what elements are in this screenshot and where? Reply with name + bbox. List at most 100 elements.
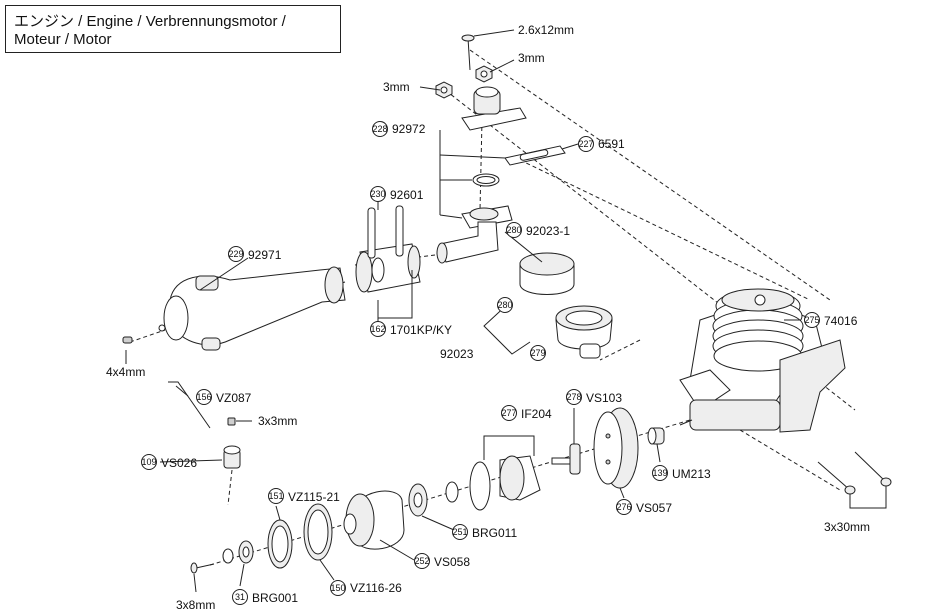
callout-number-circle xyxy=(501,405,517,421)
callout-number-circle xyxy=(228,246,244,262)
leader-lines xyxy=(125,29,800,593)
screw-4x4 xyxy=(122,336,133,344)
air-filter-housing xyxy=(555,305,613,359)
manifold-elbow xyxy=(436,205,513,264)
title-line-2: Moteur / Motor xyxy=(14,31,112,48)
part-label: 74016 xyxy=(824,314,858,328)
callout-number: 230 xyxy=(370,189,385,199)
callout-number: 139 xyxy=(652,468,667,478)
part-label: VZ116-26 xyxy=(350,581,402,595)
callout-number-circle xyxy=(804,312,820,328)
callout-number: 280 xyxy=(497,300,512,310)
clutch-bell-252 xyxy=(343,490,405,550)
callout-number: 109 xyxy=(141,457,156,467)
callout-number: 228 xyxy=(372,124,387,134)
engine-block xyxy=(679,288,846,433)
callout-number: 276 xyxy=(616,502,631,512)
callout-number-circle xyxy=(616,499,632,515)
part-label: BRG001 xyxy=(252,591,298,605)
gasket-227 xyxy=(504,145,566,166)
callout-number-circle xyxy=(232,589,248,605)
callout-number: 227 xyxy=(578,139,593,149)
callout-number: 280 xyxy=(506,225,521,235)
callout-number-circle xyxy=(578,136,594,152)
wrench-156 xyxy=(168,381,211,429)
part-label: 92601 xyxy=(390,188,424,202)
callout-number-circle xyxy=(566,389,582,405)
pin-278 xyxy=(551,443,581,475)
part-label: 3x3mm xyxy=(258,414,297,428)
callout-bracket-92023 xyxy=(483,301,531,355)
nut-3mm-right xyxy=(475,65,493,83)
part-label: UM213 xyxy=(672,467,711,481)
title-line-1: エンジン / Engine / Verbrennungsmotor / xyxy=(14,13,286,30)
flywheel-276 xyxy=(593,407,639,489)
callout-number-circle xyxy=(370,321,386,337)
part-label: 92023-1 xyxy=(526,224,570,238)
part-label: VZ087 xyxy=(216,391,252,405)
callout-number-circle xyxy=(414,553,430,569)
part-label: BRG011 xyxy=(472,526,517,540)
callout-number-circle xyxy=(268,488,284,504)
bearing-31 xyxy=(222,540,254,564)
callout-number: 156 xyxy=(196,392,211,402)
callout-number-circle xyxy=(530,345,546,361)
callout-number: 278 xyxy=(566,392,581,402)
muffler-coupler xyxy=(355,205,421,293)
part-label: 92971 xyxy=(248,248,282,262)
callout-number-circle xyxy=(506,222,522,238)
callout-number: 229 xyxy=(228,249,243,259)
callout-number: 275 xyxy=(804,315,819,325)
part-label: 3x30mm xyxy=(824,520,870,534)
part-label: IF204 xyxy=(521,407,552,421)
part-label: 1701KP/KY xyxy=(390,323,452,337)
part-label: VS026 xyxy=(161,456,197,470)
collet-139 xyxy=(647,427,665,445)
callout-number: 279 xyxy=(530,348,545,358)
screw-top xyxy=(461,34,475,71)
callout-number: 277 xyxy=(501,408,516,418)
screw-3x8 xyxy=(190,562,215,574)
part-label: VZ115-21 xyxy=(288,490,340,504)
part-label: 2.6x12mm xyxy=(518,23,574,37)
callout-number: 150 xyxy=(330,583,345,593)
callout-number: 151 xyxy=(268,491,283,501)
callout-number-circle xyxy=(370,186,386,202)
callout-number-circle xyxy=(452,524,468,540)
nut-3mm-left xyxy=(435,81,453,99)
washer-and-bearing-251 xyxy=(408,481,459,517)
callout-number: 252 xyxy=(414,556,429,566)
title-box: エンジン / Engine / Verbrennungsmotor / Mote… xyxy=(5,5,341,53)
part-label: VS103 xyxy=(586,391,622,405)
callout-number-circle xyxy=(497,297,513,313)
part-label: 3x8mm xyxy=(176,598,215,612)
part-label: 3mm xyxy=(383,80,410,94)
gear-150 xyxy=(303,503,333,561)
part-label: VS057 xyxy=(636,501,672,515)
callout-number-circle xyxy=(372,121,388,137)
air-filter-cap xyxy=(519,252,575,295)
callout-number: 162 xyxy=(370,324,385,334)
callouts: 2.6x12mm 3mm 3mm 228 92972 227 6591 230 92601 280… xyxy=(106,23,870,612)
oring xyxy=(472,173,500,187)
part-label: 3mm xyxy=(518,51,545,65)
callout-number: 31 xyxy=(235,592,245,602)
callout-number-circle xyxy=(196,389,212,405)
part-label: 6591 xyxy=(598,137,625,151)
long-screws-3x30 xyxy=(817,451,892,495)
part-label: 92972 xyxy=(392,122,426,136)
callout-number-circle xyxy=(330,580,346,596)
clutch-shoes-277 xyxy=(469,455,541,511)
part-label: VS058 xyxy=(434,555,470,569)
set-screw-3x3 xyxy=(227,417,236,426)
part-label: 4x4mm xyxy=(106,365,145,379)
callout-number-circle xyxy=(141,454,157,470)
callout-bracket-3x30 xyxy=(849,486,887,509)
callout-number: 251 xyxy=(452,527,467,537)
callout-bracket-228 xyxy=(439,130,506,219)
callout-bracket-277 xyxy=(483,435,535,460)
collet-109 xyxy=(223,445,241,469)
gear-151 xyxy=(267,519,293,569)
callout-number-circle xyxy=(652,465,668,481)
